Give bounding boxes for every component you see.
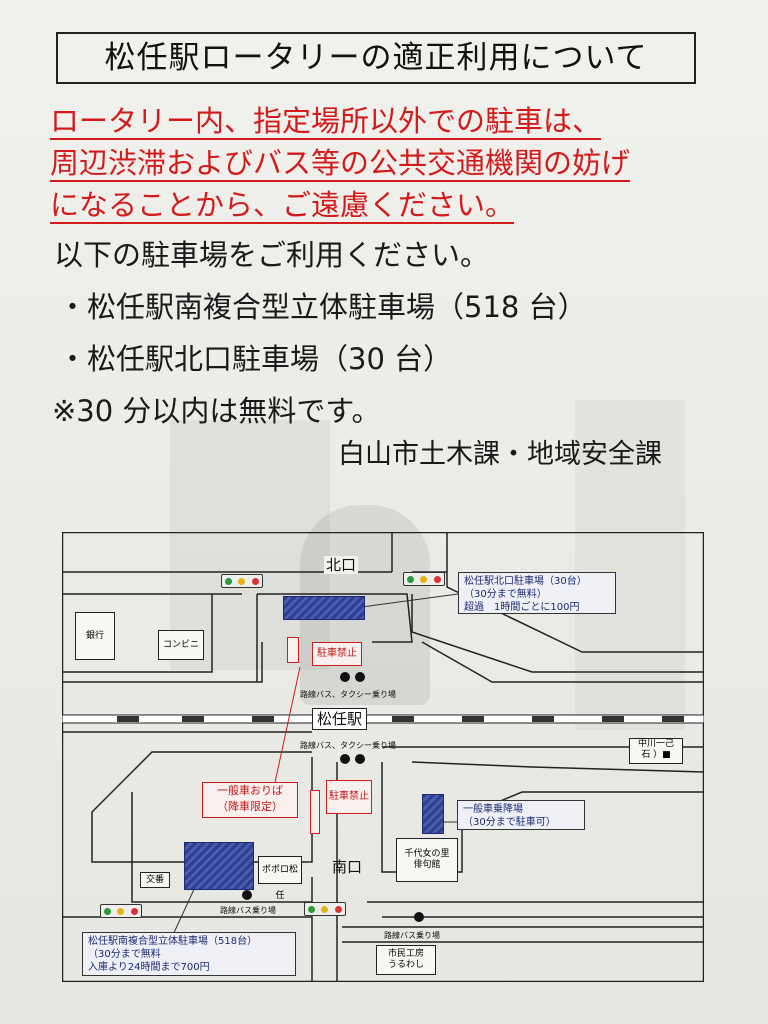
bus-stop-icon — [414, 912, 424, 922]
intro-text: 以下の駐車場をご利用ください。 — [54, 238, 490, 272]
issuer: 白山市土木課・地域安全課 — [338, 439, 662, 470]
south-lot-info: 松任駅南複合型立体駐車場（518台） （30分まで無料 入庫より24時間まで70… — [82, 932, 296, 976]
north-lot-line: 超過 1時間ごとに100円 — [464, 602, 580, 613]
parking-lot-south: ・松任駅南複合型立体駐車場（518 台） — [58, 290, 587, 324]
bus-taxi-stop-south-label: 路線バス、タクシー乗り場 — [300, 741, 396, 750]
parking-lot-north: ・松任駅北口駐車場（30 台） — [58, 342, 453, 376]
police-box-label: 交番 — [145, 875, 164, 885]
north-lot-line: 松任駅北口駐車場（30台） — [464, 576, 587, 587]
north-parking-lot — [283, 596, 365, 620]
bus-stop-icon — [242, 890, 252, 900]
south-exit-label: 南口 — [332, 858, 363, 876]
north-exit-label: 北口 — [324, 556, 359, 574]
red-zone-south — [310, 790, 320, 834]
nakagawa-building: 中川一己 石 ）■ — [629, 738, 683, 764]
dropoff-area-label: 一般車おりば （降車限定） — [202, 782, 298, 818]
no-parking-label: 駐車禁止 — [329, 791, 369, 802]
red-zone-north — [287, 637, 299, 663]
nakagawa-line: 中川一己 — [637, 739, 674, 749]
traffic-signal-icon — [221, 574, 263, 588]
poporo-label: ポポロ松任 — [261, 865, 298, 901]
bus-taxi-stop-north-label: 路線バス、タクシー乗り場 — [300, 690, 396, 699]
bus-stop-icon — [340, 672, 350, 682]
dropoff-line: 一般車おりば — [217, 784, 283, 797]
convenience-store-building: コンビニ — [158, 630, 204, 660]
north-lot-line: （30分まで無料） — [464, 589, 547, 600]
bus-stop-icon — [355, 672, 365, 682]
traffic-signal-icon — [403, 572, 445, 586]
no-parking-sign-south: 駐車禁止 — [326, 780, 372, 814]
police-box: 交番 — [140, 872, 170, 888]
bank-label: 銀行 — [85, 631, 104, 641]
bus-stop-icon — [340, 754, 350, 764]
convenience-label: コンビニ — [162, 640, 199, 650]
chiyojo-haiku-museum: 千代女の里 俳句館 — [396, 838, 458, 882]
traffic-signal-icon — [100, 904, 142, 918]
no-parking-sign-north: 駐車禁止 — [312, 642, 362, 666]
south-lot-line: （30分まで無料 — [88, 949, 161, 960]
south-parking-structure — [184, 842, 254, 890]
route-bus-stop-label: 路線バス乗り場 — [220, 906, 276, 915]
pickup-line: （30分まで駐車可） — [463, 817, 556, 828]
free-note: ※30 分以内は無料です。 — [52, 394, 381, 428]
pickup-area — [422, 794, 444, 834]
warning-line-3: になることから、ご遠慮ください。 — [50, 188, 515, 224]
south-lot-line: 入庫より24時間まで700円 — [88, 962, 210, 973]
warning-line-2: 周辺渋滞およびバス等の公共交通機関の妨げ — [50, 146, 631, 182]
pickup-area-info: 一般車乗降場 （30分まで駐車可） — [457, 800, 585, 830]
route-bus-stop-label: 路線バス乗り場 — [384, 931, 440, 940]
warning-line-1: ロータリー内、指定場所以外での駐車は、 — [50, 104, 602, 140]
south-lot-line: 松任駅南複合型立体駐車場（518台） — [88, 936, 258, 947]
dropoff-line: （降車限定） — [217, 800, 283, 813]
no-parking-label: 駐車禁止 — [317, 648, 357, 659]
traffic-signal-icon — [304, 902, 346, 916]
glass-reflection — [575, 400, 685, 730]
chiyojo-line: 千代女の里 — [404, 849, 450, 859]
civic-workshop-building: 市民工房 うるわし — [376, 945, 436, 975]
civic-workshop-line: 市民工房 — [387, 949, 424, 959]
bank-building: 銀行 — [75, 612, 115, 660]
nakagawa-line: 石 ）■ — [641, 750, 671, 760]
pickup-line: 一般車乗降場 — [463, 804, 523, 815]
poporo-building: ポポロ松任 — [258, 856, 302, 901]
civic-workshop-line: うるわし — [387, 960, 424, 970]
north-lot-info: 松任駅北口駐車場（30台） （30分まで無料） 超過 1時間ごとに100円 — [458, 572, 616, 614]
glass-reflection — [170, 420, 330, 670]
chiyojo-line: 俳句館 — [413, 860, 441, 870]
station-label: 松任駅 — [312, 708, 368, 730]
bus-stop-icon — [355, 754, 365, 764]
page-title: 松任駅ロータリーの適正利用について — [56, 32, 696, 84]
station-map: 北口 松任駅北口駐車場（30台） （30分まで無料） 超過 1時間ごとに100円… — [62, 532, 704, 982]
